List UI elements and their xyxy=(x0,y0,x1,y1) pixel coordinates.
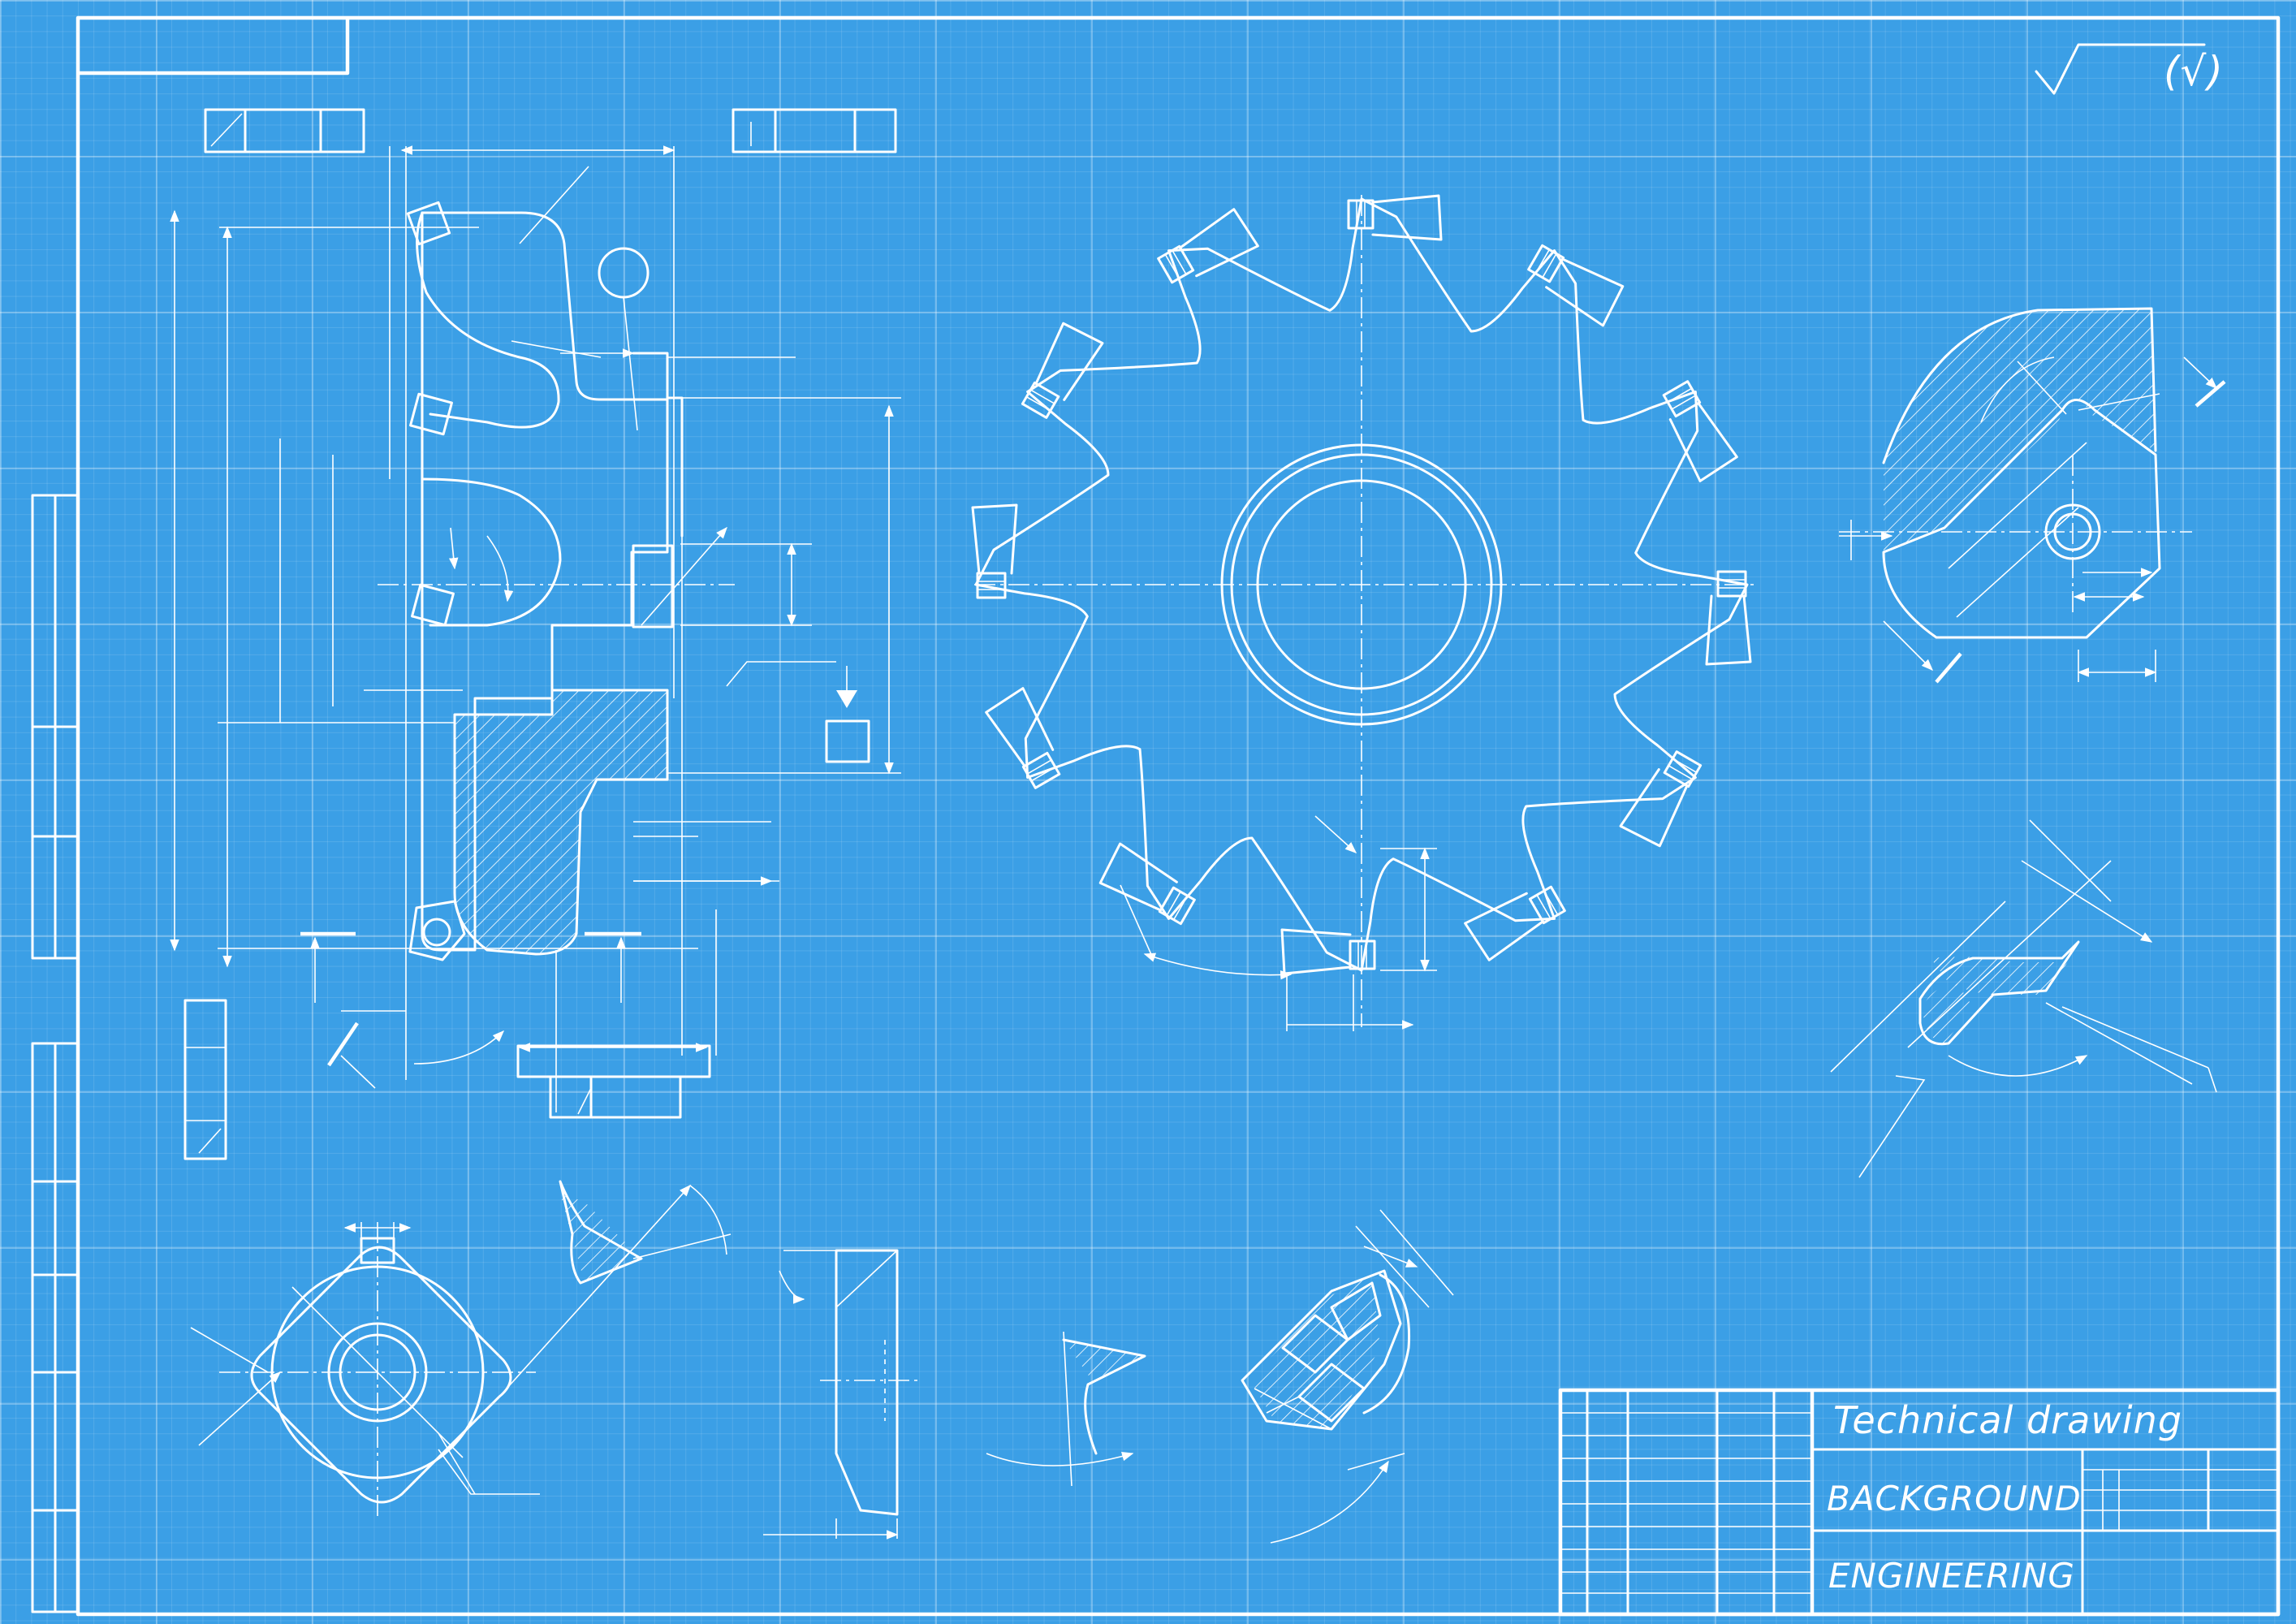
tool-side-view xyxy=(170,108,901,1160)
blade-profile xyxy=(763,1249,1146,1540)
square-insert-view xyxy=(190,1180,732,1518)
cutter-insert xyxy=(1098,842,1196,926)
cutter-outline xyxy=(974,197,1749,972)
sheet-frame xyxy=(31,15,2281,1617)
title-block-line1: BACKGROUND xyxy=(1827,1479,2082,1518)
roughness-note: (√) xyxy=(2164,48,2224,95)
title-block-title: Technical drawing xyxy=(1833,1398,2182,1442)
title-block: Technical drawing BACKGROUND ENGINEERING xyxy=(1558,1388,2281,1617)
insert-holder-detail xyxy=(1839,307,2226,684)
roughness-symbol: (√) xyxy=(2035,43,2224,95)
milling-cutter xyxy=(971,194,1758,1031)
cutter-inserts xyxy=(971,194,1752,975)
cutter-insert xyxy=(1527,244,1625,327)
cutter-insert xyxy=(971,503,1018,599)
cutter-insert xyxy=(1705,570,1752,666)
stacked-insert-detail xyxy=(1241,1209,1454,1544)
cutter-insert xyxy=(1662,380,1738,482)
cutter-insert xyxy=(1157,208,1259,284)
cutter-insert xyxy=(1347,194,1443,241)
cutter-insert xyxy=(1021,322,1104,419)
cutter-insert xyxy=(1619,750,1703,848)
insert-section-detail xyxy=(1830,819,2217,1178)
cutter-insert xyxy=(1464,885,1566,961)
title-block-line2: ENGINEERING xyxy=(1828,1556,2075,1596)
cutter-insert xyxy=(985,687,1061,789)
cutter-insert xyxy=(1280,928,1376,975)
